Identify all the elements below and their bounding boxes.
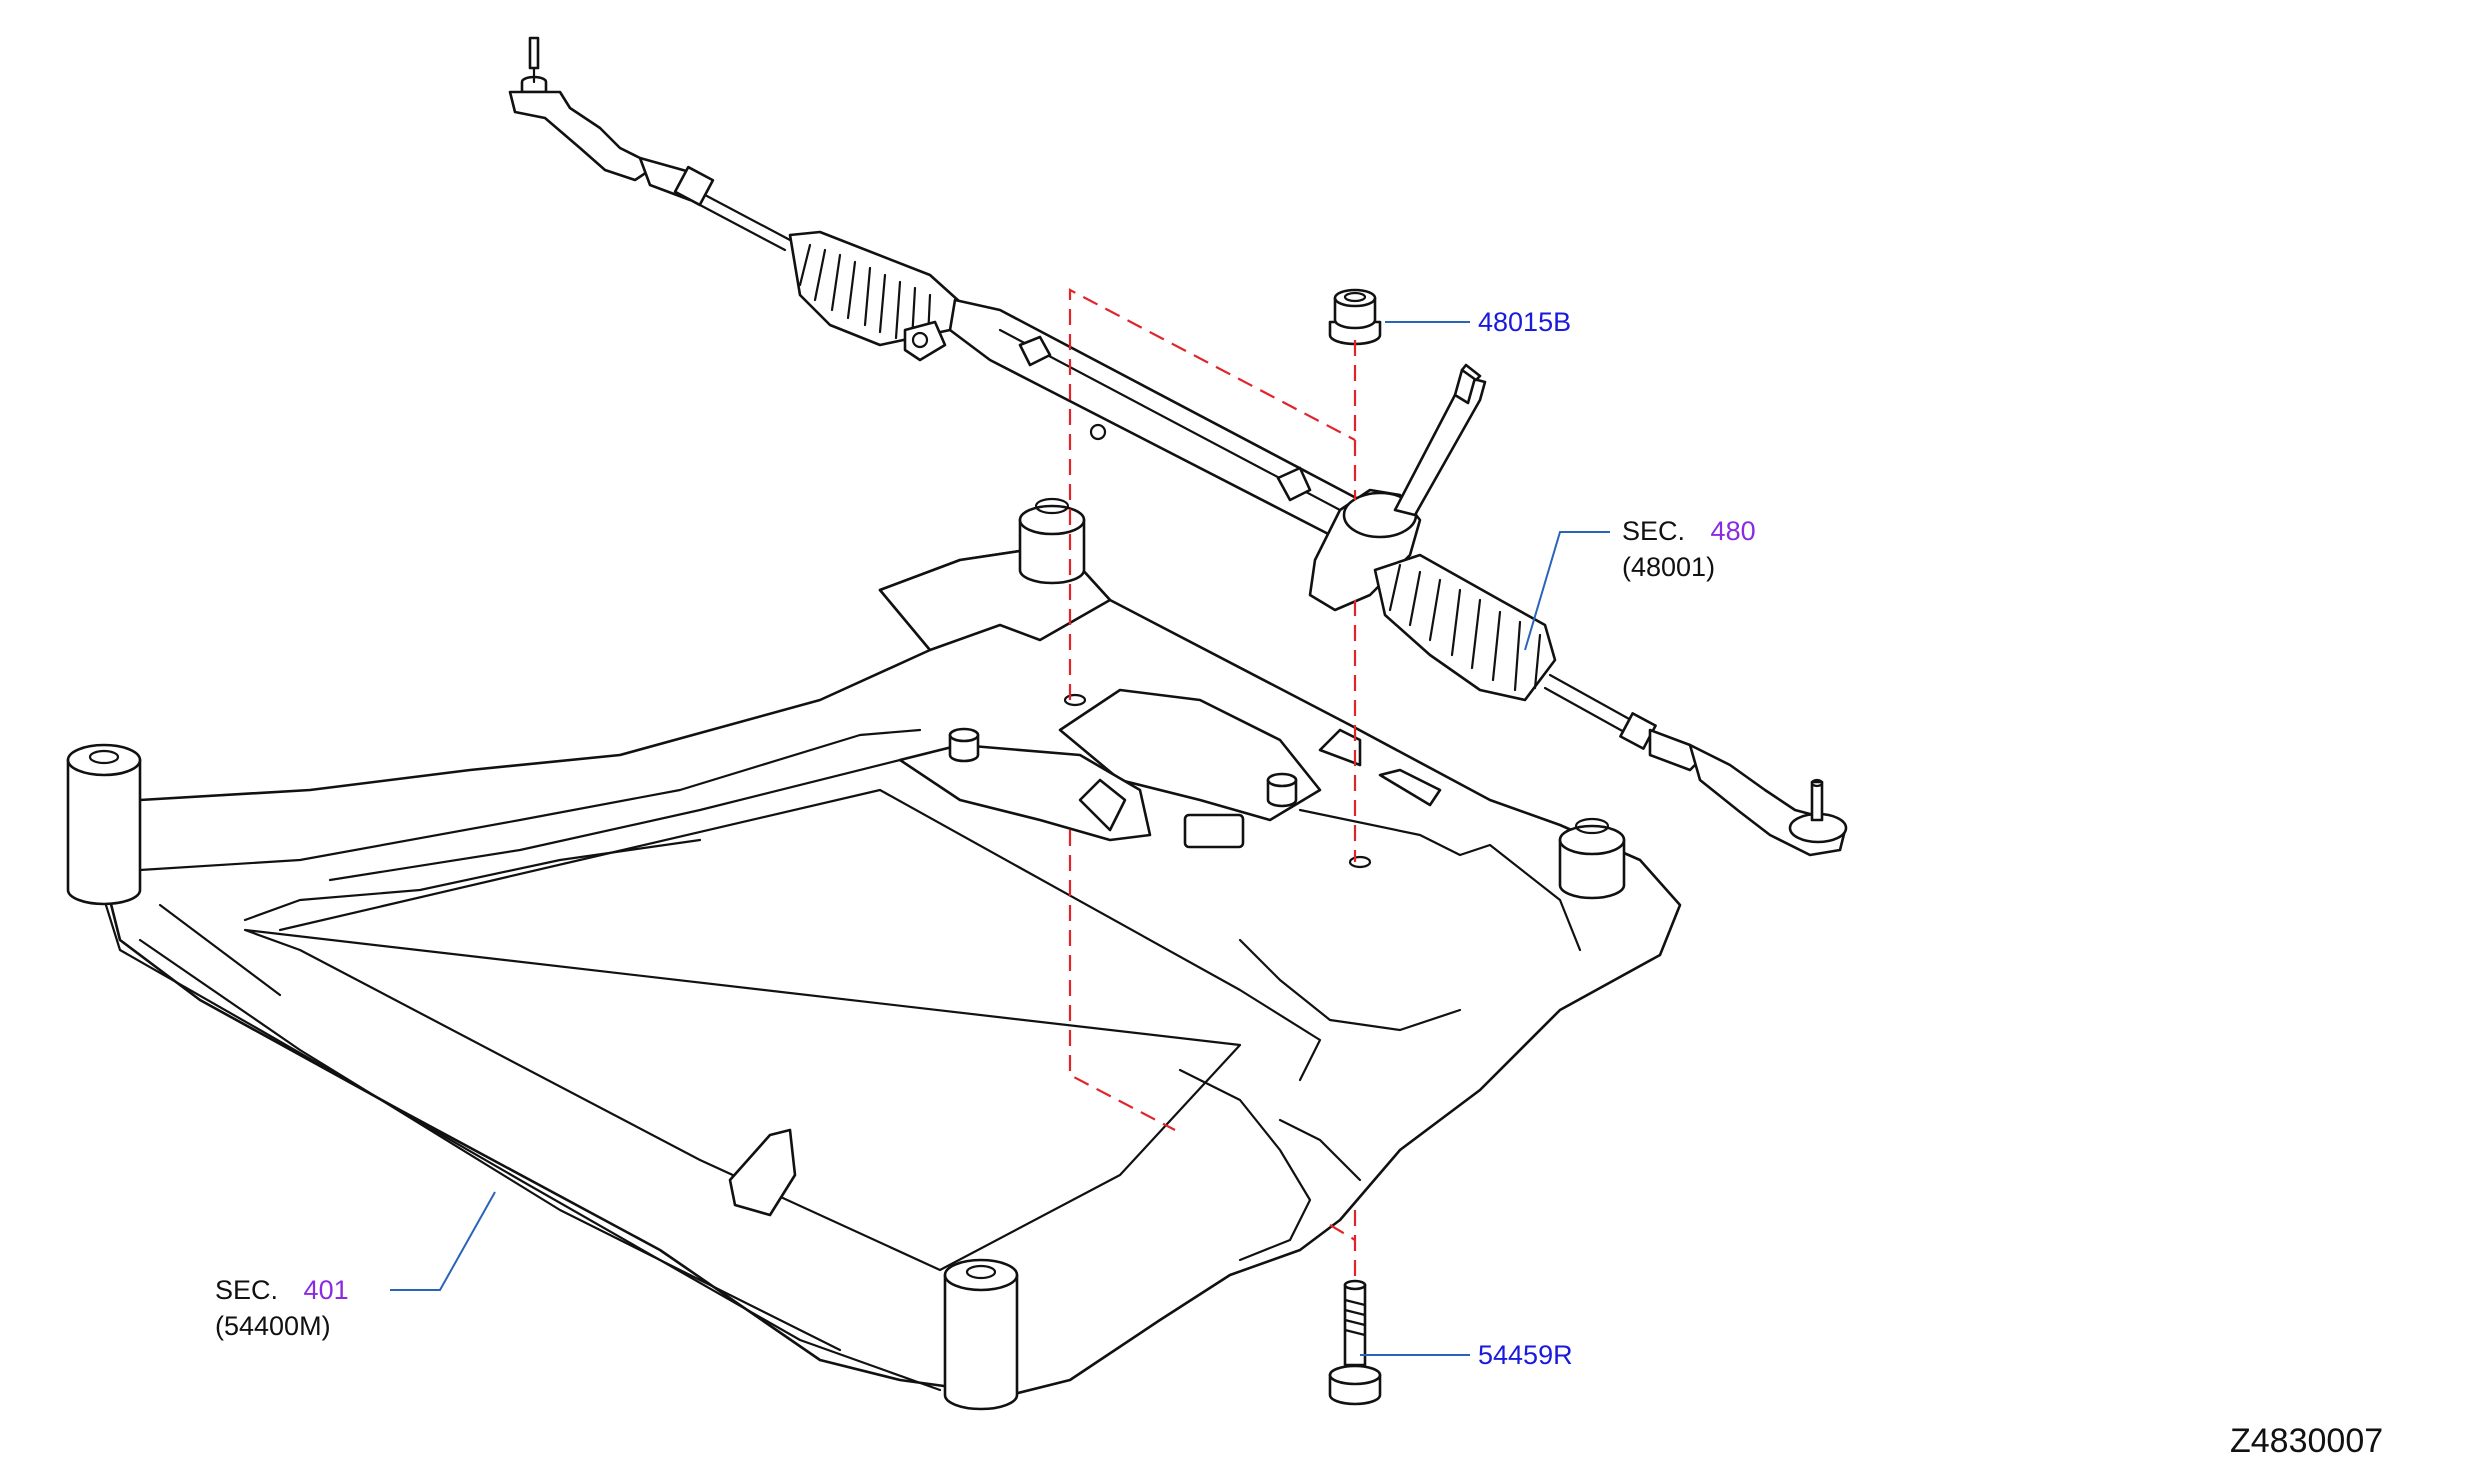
section-ref-48001: (48001) — [1622, 552, 1716, 582]
bolt-54459r — [1328, 1279, 1382, 1406]
section-ref-54400m: (54400M) — [215, 1311, 331, 1341]
bushing-rear-left — [1018, 497, 1086, 585]
crossmember — [93, 543, 1682, 1397]
leader-lines — [390, 321, 1610, 1356]
section-number-link[interactable]: 401 — [303, 1275, 349, 1305]
diagram-id: Z4830007 — [2230, 1422, 2384, 1460]
bushing-front-right — [943, 1258, 1019, 1411]
part-number-label-54459r[interactable]: 54459R — [1478, 1340, 1573, 1370]
section-prefix: SEC. — [215, 1275, 279, 1305]
part-number-label-48015b[interactable]: 48015B — [1478, 307, 1572, 337]
assembly-dashed-lines — [1068, 288, 1357, 1280]
section-label-401: SEC. 401 — [215, 1275, 349, 1305]
nut-48015b — [1328, 288, 1382, 346]
bushing-rear-right — [1558, 817, 1626, 900]
bushing-front-left — [66, 743, 142, 906]
steering-gear — [508, 36, 1848, 857]
section-prefix: SEC. — [1622, 516, 1686, 546]
section-number-link[interactable]: 480 — [1710, 516, 1756, 546]
section-label-480: SEC. 480 — [1622, 516, 1756, 546]
